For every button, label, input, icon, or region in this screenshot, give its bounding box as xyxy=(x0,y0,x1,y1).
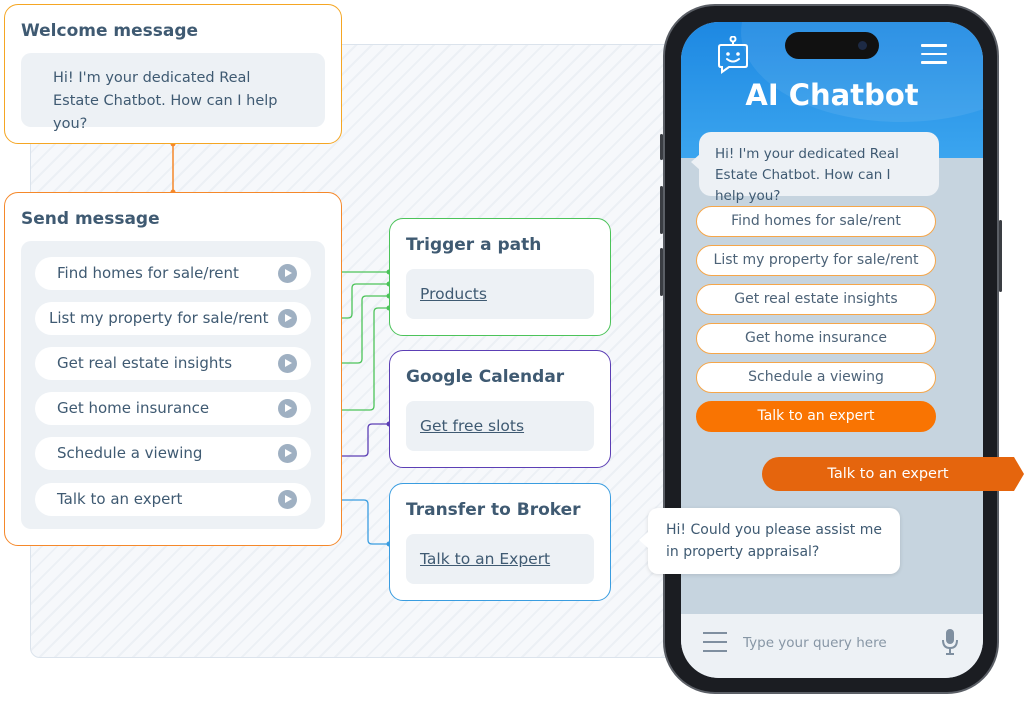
option-label: Talk to an expert xyxy=(57,490,183,508)
trigger-title: Trigger a path xyxy=(406,235,542,255)
mic-icon[interactable] xyxy=(941,628,959,656)
chip-expert-active[interactable]: Talk to an expert xyxy=(696,401,936,432)
broker-title: Transfer to Broker xyxy=(406,500,581,520)
menu-icon[interactable] xyxy=(921,44,947,64)
option-label: Schedule a viewing xyxy=(57,444,203,462)
chatbot-title: AI Chatbot xyxy=(745,78,919,112)
send-title: Send message xyxy=(21,209,160,229)
chip-viewing[interactable]: Schedule a viewing xyxy=(696,362,936,393)
phone-side-button xyxy=(660,186,663,234)
option-label: Find homes for sale/rent xyxy=(57,264,239,282)
welcome-message-card[interactable]: Welcome message Hi! I'm your dedicated R… xyxy=(4,4,342,144)
free-slots-link[interactable]: Get free slots xyxy=(406,401,594,451)
arrow-right-icon[interactable] xyxy=(278,309,297,328)
option-label: Get real estate insights xyxy=(57,354,233,372)
arrow-right-icon[interactable] xyxy=(278,399,297,418)
option-expert[interactable]: Talk to an expert xyxy=(35,483,311,516)
transfer-broker-card[interactable]: Transfer to Broker Talk to an Expert xyxy=(389,483,611,601)
phone-mockup: AI Chatbot Hi! I'm your dedicated Real E… xyxy=(660,4,1002,694)
chip-list-property[interactable]: List my property for sale/rent xyxy=(696,245,936,276)
option-find-homes[interactable]: Find homes for sale/rent xyxy=(35,257,311,290)
query-input[interactable] xyxy=(743,630,923,656)
arrow-right-icon[interactable] xyxy=(278,264,297,283)
phone-screen: AI Chatbot Hi! I'm your dedicated Real E… xyxy=(681,22,983,678)
phone-side-button xyxy=(660,134,663,160)
send-message-card[interactable]: Send message Find homes for sale/rent Li… xyxy=(4,192,342,546)
option-viewing[interactable]: Schedule a viewing xyxy=(35,437,311,470)
google-calendar-card[interactable]: Google Calendar Get free slots xyxy=(389,350,611,468)
products-link[interactable]: Products xyxy=(406,269,594,319)
talk-expert-link[interactable]: Talk to an Expert xyxy=(406,534,594,584)
option-label: List my property for sale/rent xyxy=(49,309,269,327)
phone-notch xyxy=(785,32,879,59)
arrow-right-icon[interactable] xyxy=(278,490,297,509)
bot-message: Hi! I'm your dedicated Real Estate Chatb… xyxy=(691,132,939,204)
chip-insurance[interactable]: Get home insurance xyxy=(696,323,936,354)
user-message: Talk to an expert xyxy=(762,457,1024,491)
phone-side-button xyxy=(660,248,663,296)
option-label: Get home insurance xyxy=(57,399,210,417)
welcome-text: Hi! I'm your dedicated Real Estate Chatb… xyxy=(21,53,325,132)
trigger-path-card[interactable]: Trigger a path Products xyxy=(389,218,611,336)
arrow-right-icon[interactable] xyxy=(278,444,297,463)
camera-icon xyxy=(858,41,867,50)
chip-find-homes[interactable]: Find homes for sale/rent xyxy=(696,206,936,237)
option-insights[interactable]: Get real estate insights xyxy=(35,347,311,380)
gcal-title: Google Calendar xyxy=(406,367,565,387)
hamburger-icon[interactable] xyxy=(703,632,727,652)
phone-side-button xyxy=(999,220,1002,292)
send-options-list: Find homes for sale/rent List my propert… xyxy=(21,241,325,529)
welcome-title: Welcome message xyxy=(21,21,199,41)
chat-input-bar xyxy=(681,614,983,678)
option-insurance[interactable]: Get home insurance xyxy=(35,392,311,425)
reply-message: Hi! Could you please assist me in proper… xyxy=(639,508,900,574)
option-list-property[interactable]: List my property for sale/rent xyxy=(35,302,311,335)
bot-icon xyxy=(718,36,748,74)
chip-insights[interactable]: Get real estate insights xyxy=(696,284,936,315)
arrow-right-icon[interactable] xyxy=(278,354,297,373)
